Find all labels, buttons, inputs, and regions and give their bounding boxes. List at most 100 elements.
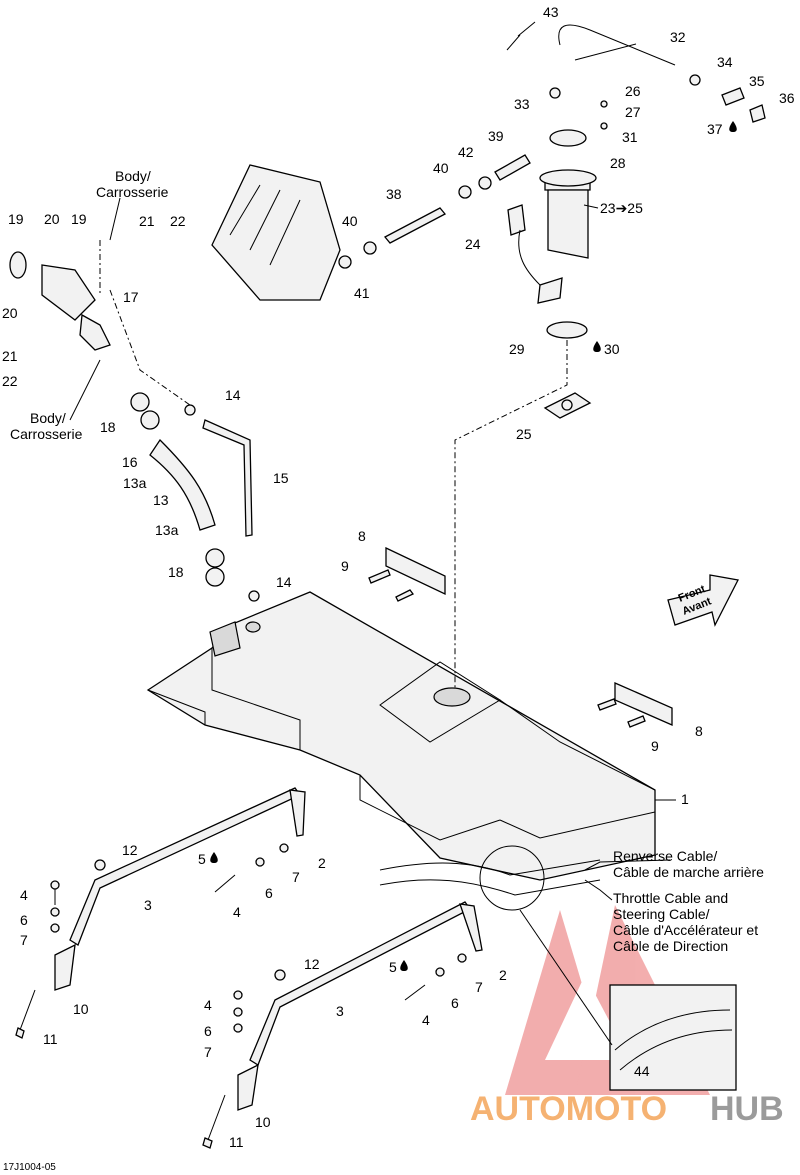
label-14: 14 [276,574,292,590]
label-6: 6 [451,995,459,1011]
leader-lines [69,21,676,901]
label-18: 18 [168,564,184,580]
throttle-cable-note: Throttle Cable and [613,890,728,906]
front-arrow [667,574,739,627]
guide-pump [454,340,568,690]
throttle-cable-note: Câble de Direction [613,938,728,954]
watermark-hub: HUB [710,1090,784,1128]
label-42: 42 [458,144,474,160]
label-7: 7 [20,932,28,948]
label-6: 6 [204,1023,212,1039]
label-43: 43 [543,4,559,20]
label-40: 40 [433,160,449,176]
label-20: 20 [2,305,18,321]
drop-icon [729,121,737,132]
label-5: 5 [389,959,397,975]
label-35: 35 [749,73,765,89]
label-5: 5 [198,851,206,867]
label-17: 17 [123,289,139,305]
label-27: 27 [625,104,641,120]
label-3: 3 [336,1003,344,1019]
label-2: 2 [499,967,507,983]
label-40: 40 [342,213,358,229]
label-6: 6 [20,912,28,928]
part-labels: 1 2 2 3 3 4 4 4 4 5 5 6 6 6 6 7 7 7 7 8 … [2,4,795,1150]
label-19: 19 [8,211,24,227]
label-24: 24 [465,236,481,252]
watermark-text: AUTOMOTO HUB [470,1090,784,1128]
label-2: 2 [318,855,326,871]
label-10: 10 [255,1114,271,1130]
label-39: 39 [488,128,504,144]
label-22: 22 [2,373,18,389]
label-6: 6 [265,885,273,901]
guide-body [99,240,191,406]
label-4: 4 [20,887,28,903]
label-4: 4 [422,1012,430,1028]
label-9: 9 [651,738,659,754]
cable-detail [379,845,737,1091]
label-36: 36 [779,90,795,106]
label-28: 28 [610,155,626,171]
label-23-25: 23➔25 [600,200,643,216]
fuel-tank [146,591,656,881]
label-11: 11 [229,1134,244,1150]
label-4: 4 [233,904,241,920]
label-14: 14 [225,387,241,403]
label-20: 20 [44,211,60,227]
label-31: 31 [622,129,638,145]
label-7: 7 [475,979,483,995]
reverse-cable-note: Câble de marche arrière [613,864,764,880]
drop-icon [400,960,408,971]
label-32: 32 [670,29,686,45]
label-16: 16 [122,454,138,470]
label-25: 25 [516,426,532,442]
label-38: 38 [386,186,402,202]
diagram-code: 17J1004-05 [3,1162,56,1173]
label-13a: 13a [155,522,179,538]
throttle-cable-note: Steering Cable/ [613,906,710,922]
label-8: 8 [358,528,366,544]
label-12: 12 [122,842,138,858]
drop-icon [593,341,601,352]
fuel-line [383,154,531,244]
label-10: 10 [73,1001,89,1017]
label-12: 12 [304,956,320,972]
label-13: 13 [153,492,169,508]
label-29: 29 [509,341,525,357]
pad-lower [597,682,673,728]
body-note-top: Carrosserie [96,184,169,200]
label-9: 9 [341,558,349,574]
label-8: 8 [695,723,703,739]
filler-assembly [9,251,260,602]
pad-upper [368,546,446,602]
label-30: 30 [604,341,620,357]
body-note-bottom: Carrosserie [10,426,83,442]
label-15: 15 [273,470,289,486]
label-7: 7 [292,869,300,885]
label-22: 22 [170,213,186,229]
label-41: 41 [354,285,370,301]
label-26: 26 [625,83,641,99]
label-33: 33 [514,96,530,112]
label-44: 44 [634,1063,650,1079]
label-21: 21 [139,213,155,229]
label-18: 18 [100,419,116,435]
label-7: 7 [204,1044,212,1060]
body-note-bottom: Body/ [30,410,66,426]
throttle-cable-note: Câble d'Accélérateur et [613,922,758,938]
label-37: 37 [707,121,723,137]
fuel-pump-module [506,24,766,419]
label-13a: 13a [123,475,147,491]
label-4: 4 [204,997,212,1013]
drop-icons [210,121,737,971]
label-3: 3 [144,897,152,913]
drop-icon [210,852,218,863]
watermark-auto: AUTOMOTO [470,1090,667,1128]
hardware [50,843,467,1033]
body-note-top: Body/ [115,168,151,184]
label-1: 1 [681,791,689,807]
notes: Body/ Carrosserie Body/ Carrosserie Renv… [3,168,764,1173]
label-21: 21 [2,348,18,364]
